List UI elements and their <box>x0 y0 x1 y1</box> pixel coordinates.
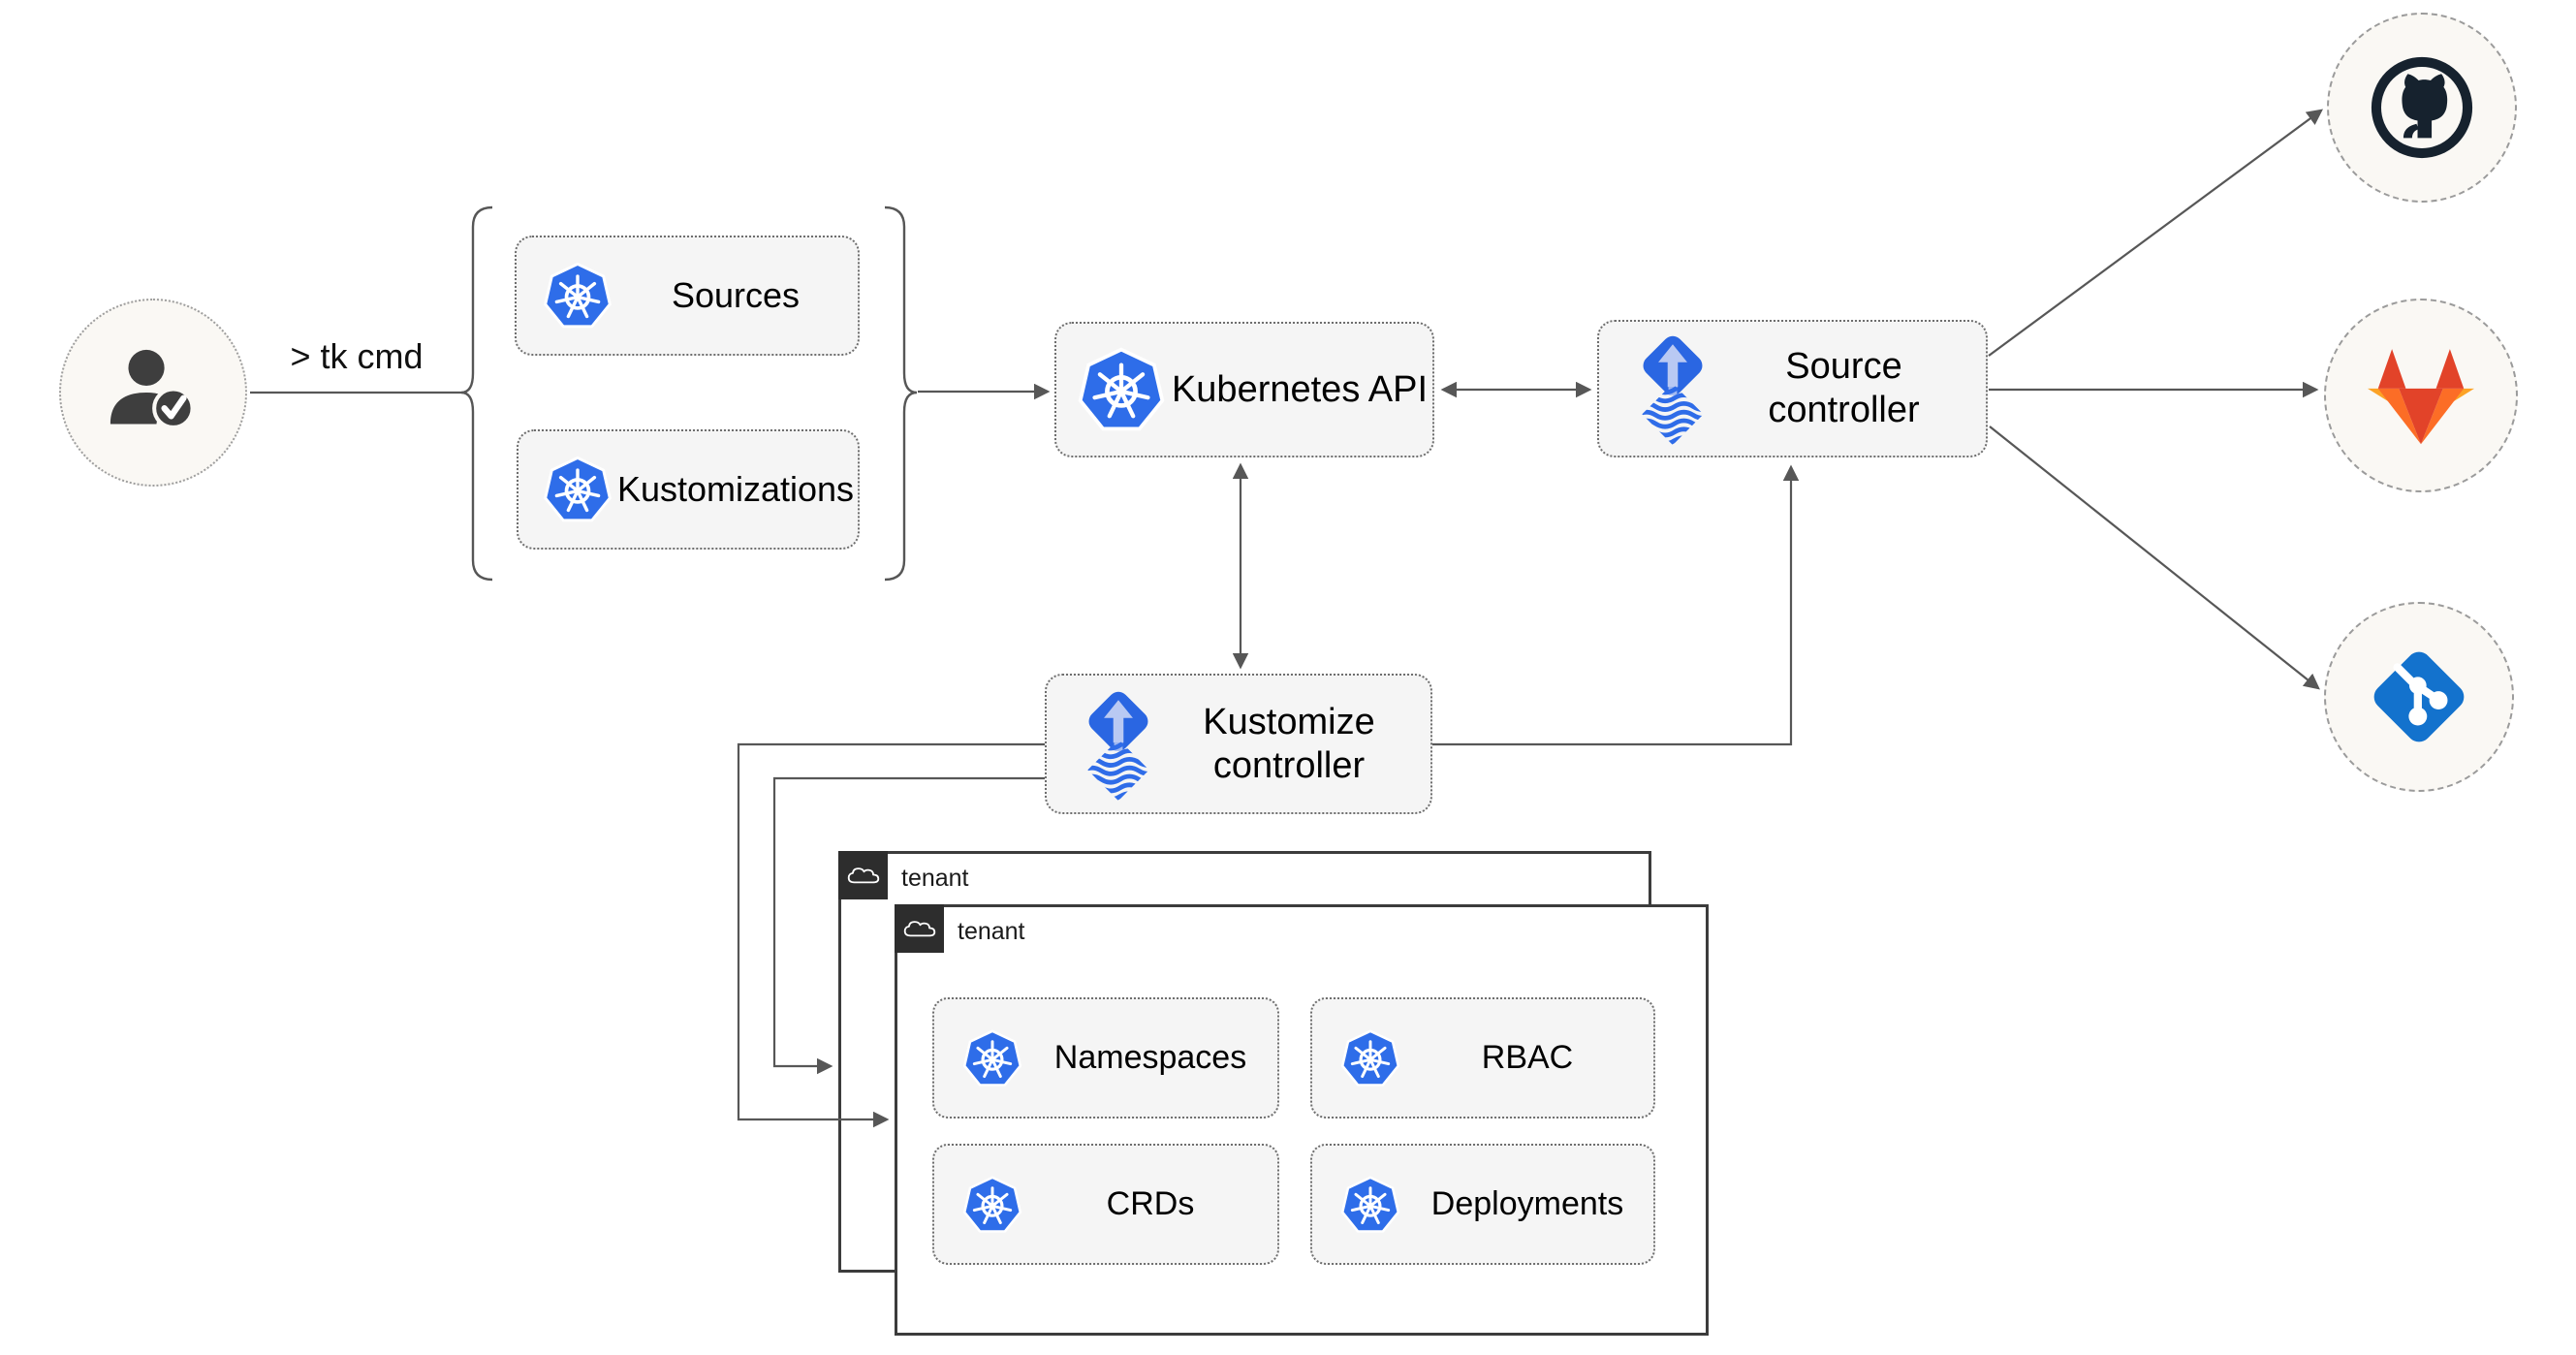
git-provider <box>2324 602 2514 792</box>
namespaces-label: Namespaces <box>1053 1039 1247 1077</box>
tenant-back-tab <box>838 851 888 899</box>
node-source-controller: Source controller <box>1597 320 1988 457</box>
rbac-label: RBAC <box>1481 1039 1574 1077</box>
kubernetes-icon <box>961 1174 1023 1236</box>
tenant-front-tab <box>895 904 944 953</box>
kubernetes-icon <box>961 1027 1023 1089</box>
kustomizations-label: Kustomizations <box>616 468 855 509</box>
gitlab-provider <box>2324 299 2518 492</box>
node-kustomizations: Kustomizations <box>517 429 860 550</box>
tenant-front-label: tenant <box>958 918 1025 945</box>
user-check-icon <box>97 336 209 449</box>
kubernetes-icon <box>542 260 613 331</box>
deployments-label: Deployments <box>1430 1185 1624 1223</box>
kubernetes-icon <box>542 454 613 525</box>
edge-kustomize-to-source-controller <box>1432 464 1800 746</box>
flux-controller-icon <box>1076 687 1161 802</box>
github-provider <box>2327 13 2517 203</box>
node-rbac: RBAC <box>1310 997 1655 1119</box>
kubernetes-api-label: Kubernetes API <box>1171 368 1429 410</box>
edge-source-controller-to-git <box>1989 425 2320 690</box>
tenant-back-label: tenant <box>901 865 969 892</box>
tk-cmd-label: > tk cmd <box>290 336 424 376</box>
crds-label: CRDs <box>1106 1185 1195 1223</box>
kubernetes-icon <box>1076 344 1167 435</box>
gitlab-icon <box>2363 342 2479 449</box>
source-controller-label: Source controller <box>1768 346 1920 430</box>
node-kubernetes-api: Kubernetes API <box>1054 322 1434 457</box>
node-crds: CRDs <box>932 1144 1279 1265</box>
sources-label: Sources <box>671 274 801 315</box>
github-icon <box>2368 53 2476 162</box>
kubernetes-icon <box>1339 1174 1401 1236</box>
tenant-container-front: tenant Namespaces RBAC CRDs Deployments <box>895 904 1709 1336</box>
edge-source-controller-to-github <box>1988 109 2323 357</box>
cloud-icon <box>901 916 938 941</box>
flux-controller-icon <box>1630 331 1715 446</box>
node-kustomize-controller: Kustomize controller <box>1045 674 1432 814</box>
user-avatar <box>59 299 247 487</box>
kustomize-controller-label: Kustomize controller <box>1203 701 1375 786</box>
group-bracket-left <box>460 205 493 582</box>
group-bracket-right <box>884 205 918 582</box>
node-sources: Sources <box>515 236 860 356</box>
cloud-icon <box>845 863 882 888</box>
node-namespaces: Namespaces <box>932 997 1279 1119</box>
kubernetes-icon <box>1339 1027 1401 1089</box>
git-icon <box>2362 640 2476 754</box>
node-deployments: Deployments <box>1310 1144 1655 1265</box>
